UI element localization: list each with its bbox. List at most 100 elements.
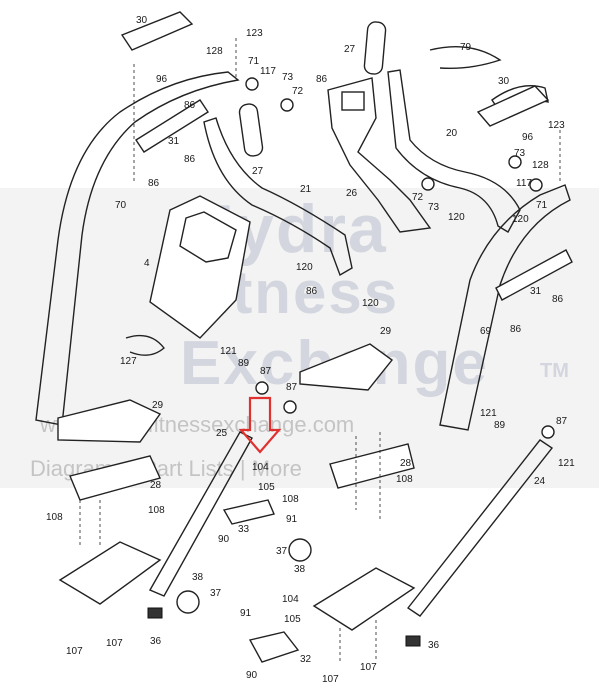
label-91-b: 91 [240, 608, 252, 619]
label-96-right: 96 [522, 132, 534, 143]
label-31-left: 31 [168, 136, 180, 147]
label-127: 127 [120, 356, 137, 367]
pedal-arm-left [149, 431, 253, 597]
label-86-c: 86 [148, 178, 160, 189]
label-87-b: 87 [286, 382, 298, 393]
label-121-c: 121 [558, 458, 575, 469]
label-70: 70 [115, 200, 127, 211]
label-117-left: 117 [260, 66, 276, 77]
label-123-right: 123 [548, 120, 565, 131]
label-128-right: 128 [532, 160, 549, 171]
label-86-b: 86 [184, 154, 196, 165]
foam-grip-left [238, 103, 264, 157]
label-120-d: 120 [512, 214, 529, 225]
label-89-left: 89 [238, 358, 250, 369]
label-123-left: 123 [246, 28, 263, 39]
console-screen [179, 211, 237, 263]
label-120-c: 120 [448, 212, 465, 223]
cover-31-left [135, 99, 209, 153]
label-79: 79 [460, 42, 472, 53]
foot-platform-left [58, 541, 162, 605]
pedal-base-right [329, 443, 415, 489]
label-24: 24 [534, 476, 546, 487]
label-86-d: 86 [316, 74, 328, 85]
cover-31-right [495, 249, 573, 301]
label-37-a: 37 [276, 546, 288, 557]
bracket-33 [222, 499, 275, 525]
label-104-a: 104 [252, 462, 269, 473]
label-108-a: 108 [46, 512, 63, 523]
label-31-right: 31 [530, 286, 542, 297]
bracket-32 [248, 631, 300, 663]
label-73-left: 73 [282, 72, 294, 83]
label-71-left: 71 [248, 56, 260, 67]
bearing-73c [421, 177, 435, 191]
label-69: 69 [480, 326, 492, 337]
label-32: 32 [300, 654, 312, 665]
upright-frame [327, 77, 432, 233]
clip-36-right [405, 635, 421, 647]
label-128-left: 128 [206, 46, 223, 57]
label-107-a: 107 [66, 646, 83, 657]
label-27-left: 27 [252, 166, 264, 177]
label-20: 20 [446, 128, 458, 139]
watermark-trademark: TM [540, 360, 569, 382]
label-28-right: 28 [400, 458, 412, 469]
pedal-base-left [69, 455, 161, 501]
label-86-f: 86 [552, 294, 564, 305]
wheel-38-left [176, 590, 200, 614]
label-30-right: 30 [498, 76, 510, 87]
label-33: 33 [238, 524, 250, 535]
bearing-87a [255, 381, 269, 395]
label-86-e: 86 [306, 286, 318, 297]
cable-127 [125, 334, 165, 356]
bearing-87c [541, 425, 555, 439]
label-121-left: 121 [220, 346, 237, 357]
pedal-arm-right [406, 439, 554, 617]
label-105-a: 105 [258, 482, 275, 493]
label-90-b: 90 [246, 670, 258, 681]
label-120-b: 120 [362, 298, 379, 309]
label-36-right: 36 [428, 640, 440, 651]
label-72-left: 72 [292, 86, 304, 97]
label-117-right: 117 [516, 178, 532, 189]
label-73-right: 73 [514, 148, 526, 159]
label-90-a: 90 [218, 534, 230, 545]
label-71-right: 71 [536, 200, 548, 211]
foam-grip-top [363, 21, 387, 75]
upper-arm-left [35, 71, 240, 426]
label-108-d: 108 [396, 474, 413, 485]
highlight-arrow [238, 396, 282, 454]
label-105-b: 105 [284, 614, 301, 625]
label-36-left: 36 [150, 636, 162, 647]
label-38-a: 38 [294, 564, 306, 575]
grip-left [120, 11, 194, 51]
handlebar-21 [203, 117, 353, 277]
label-107-c: 107 [322, 674, 339, 685]
label-121-right: 121 [480, 408, 497, 419]
label-4: 4 [144, 258, 150, 269]
wheel-38-right [288, 538, 312, 562]
clip-36-left [147, 607, 163, 619]
grip-right [476, 85, 550, 127]
bearing-73a [280, 98, 294, 112]
bearing-71a [245, 77, 259, 91]
label-21: 21 [300, 184, 312, 195]
label-29-left: 29 [152, 400, 164, 411]
foot-platform-right [312, 567, 416, 631]
label-108-c: 108 [282, 494, 299, 505]
label-91-a: 91 [286, 514, 298, 525]
label-108-b: 108 [148, 505, 165, 516]
label-37-b: 37 [210, 588, 222, 599]
bearing-87b [283, 400, 297, 414]
label-120-a: 120 [296, 262, 313, 273]
label-89-right: 89 [494, 420, 506, 431]
bearing-73b [508, 155, 522, 169]
handlebar-20 [387, 69, 521, 233]
label-25: 25 [216, 428, 228, 439]
label-73-c: 73 [428, 202, 440, 213]
label-28-left: 28 [150, 480, 162, 491]
label-104-b: 104 [282, 594, 299, 605]
